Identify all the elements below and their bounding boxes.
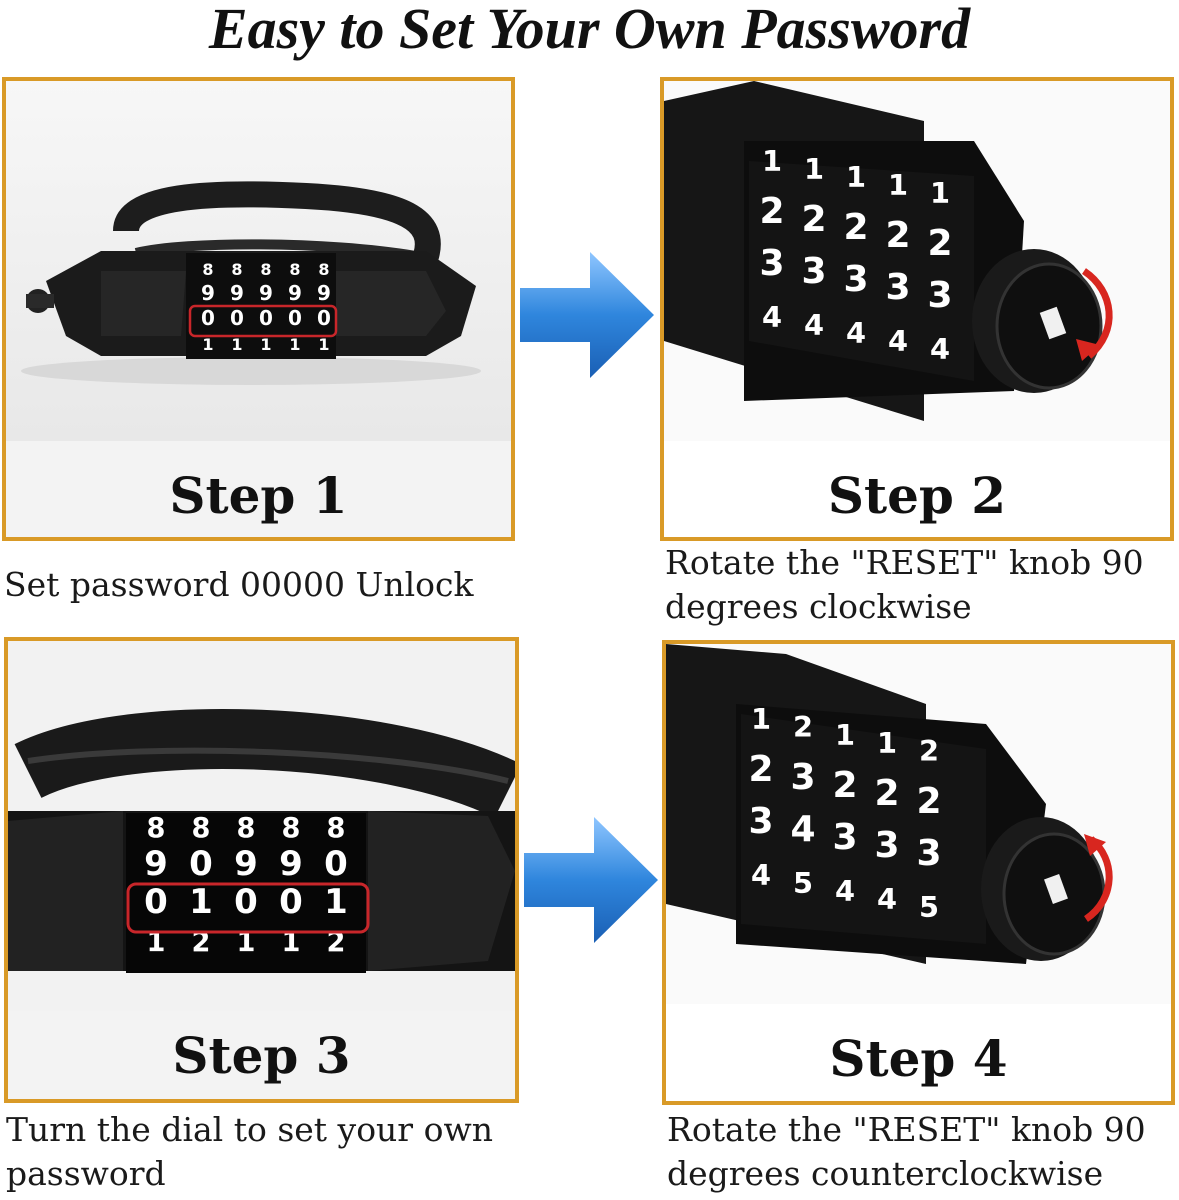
dial-digit: 2 [874,773,899,814]
dial-digit: 3 [759,243,784,284]
dial-digit: 5 [919,890,939,924]
dial-digit: 8 [202,260,213,279]
dial-digit: 8 [327,813,346,844]
dial-digit: 9 [201,281,215,305]
dial-digit: 1 [804,152,824,186]
dial-digit: 1 [289,335,300,354]
dial-digit: 8 [192,813,211,844]
dial-digit: 4 [877,882,897,916]
dial-digit: 4 [751,858,771,892]
right-arrow-icon [518,250,658,380]
dial-digit: 8 [147,813,166,844]
step-3-caption: Turn the dial to set your own password [6,1110,493,1193]
dial-digit: 0 [317,306,331,330]
dial-digit: 2 [192,927,211,958]
dial-digit: 5 [793,866,813,900]
dial-digit: 0 [234,882,258,922]
dial-digit: 9 [230,281,244,305]
dial-digit: 0 [144,882,168,922]
dial-digit: 1 [324,882,348,922]
dial-digit: 9 [144,844,168,884]
dial-digit: 2 [327,927,346,958]
dial-digit: 9 [317,281,331,305]
dial-digit: 4 [804,308,824,342]
dial-digit: 2 [801,199,826,240]
dial-digit: 9 [279,844,303,884]
page-title: Easy to Set Your Own Password [208,0,971,61]
dial-digit: 2 [759,191,784,232]
step-3-label: Step 3 [172,1026,351,1085]
dial-digit: 2 [919,734,939,768]
dial-digit: 9 [259,281,273,305]
dial-digit: 8 [231,260,242,279]
dial-digit: 3 [790,757,815,798]
dial-digit: 2 [916,781,941,822]
dial-digit: 4 [762,300,782,334]
dial-digit: 8 [318,260,329,279]
dial-digit: 3 [916,833,941,874]
dial-digit: 1 [888,168,908,202]
dial-digit: 0 [288,306,302,330]
dial-digit: 8 [260,260,271,279]
dial-digit: 1 [189,882,213,922]
dial-digit: 3 [927,275,952,316]
dial-digit: 4 [835,874,855,908]
dial-digit: 1 [282,927,301,958]
dial-digit: 3 [832,817,857,858]
dial-digit: 0 [230,306,244,330]
dial-digit: 1 [930,176,950,210]
dial-digit: 4 [846,316,866,350]
dial-digit: 1 [147,927,166,958]
dial-digit: 0 [201,306,215,330]
dial-digit: 0 [279,882,303,922]
dial-digit: 8 [282,813,301,844]
step-4-caption: Rotate the "RESET" knob 90 degrees count… [667,1110,1146,1193]
dial-digit: 4 [790,809,815,850]
dial-digit: 0 [259,306,273,330]
step-1-caption: Set password 00000 Unlock [4,565,474,604]
dial-digit: 3 [843,259,868,300]
dial-digit: 2 [832,765,857,806]
dial-digit: 1 [877,726,897,760]
step-1-label: Step 1 [169,466,348,525]
dial-digit: 1 [762,144,782,178]
dial-digit: 1 [237,927,256,958]
dial-digit: 2 [748,749,773,790]
step-2-caption: Rotate the "RESET" knob 90 degrees clock… [665,543,1144,626]
dial-digit: 1 [318,335,329,354]
dial-digit: 3 [874,825,899,866]
step-4-label: Step 4 [829,1029,1008,1088]
dial-digit: 9 [288,281,302,305]
step-2-label: Step 2 [827,466,1007,525]
dial-digit: 9 [234,844,258,884]
right-arrow-icon [522,815,662,945]
dial-digit: 2 [927,223,952,264]
dial-digit: 1 [751,702,771,736]
dial-digit: 2 [843,207,868,248]
dial-digit: 2 [885,215,910,256]
dial-digit: 8 [237,813,256,844]
dial-digit: 1 [231,335,242,354]
dial-digit: 3 [748,801,773,842]
dial-digit: 1 [260,335,271,354]
dial-digit: 4 [888,324,908,358]
dial-digit: 0 [324,844,348,884]
dial-digit: 1 [202,335,213,354]
dial-digit: 8 [289,260,300,279]
dial-digit: 2 [793,710,813,744]
dial-digit: 4 [930,332,950,366]
dial-digit: 3 [885,267,910,308]
dial-digit: 1 [835,718,855,752]
dial-digit: 3 [801,251,826,292]
dial-digit: 0 [189,844,213,884]
dial-digit: 1 [846,160,866,194]
